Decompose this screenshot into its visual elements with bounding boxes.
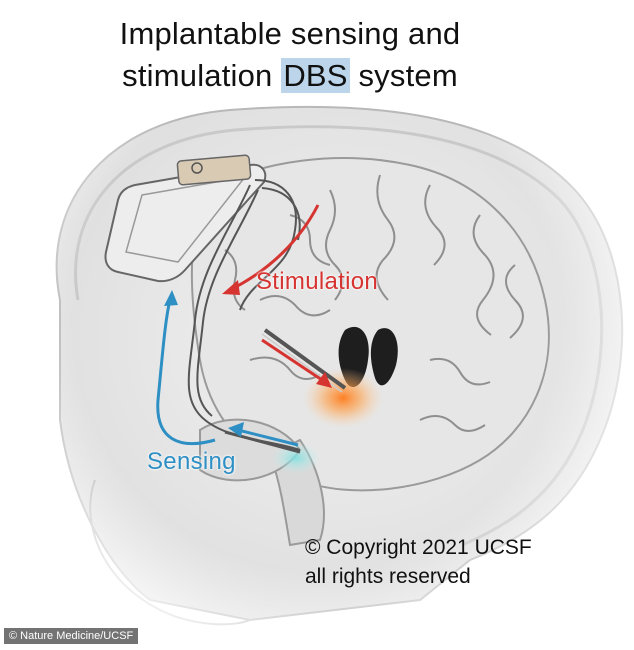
sensing-label: Sensing: [147, 448, 236, 475]
title-line-1: Implantable sensing and: [119, 16, 461, 51]
title-highlight-dbs: DBS: [281, 58, 350, 93]
stimulation-label: Stimulation: [256, 268, 379, 295]
title-line-2-suffix: system: [349, 58, 458, 93]
image-credit: © Nature Medicine/UCSF: [4, 628, 139, 644]
title-line-2-prefix: stimulation: [122, 58, 282, 93]
copyright-notice: © Copyright 2021 UCSF all rights reserve…: [305, 533, 532, 591]
copyright-line-2: all rights reserved: [305, 565, 471, 588]
copyright-line-1: © Copyright 2021 UCSF: [305, 536, 532, 559]
title-line-2: stimulation DBS system: [0, 58, 580, 94]
